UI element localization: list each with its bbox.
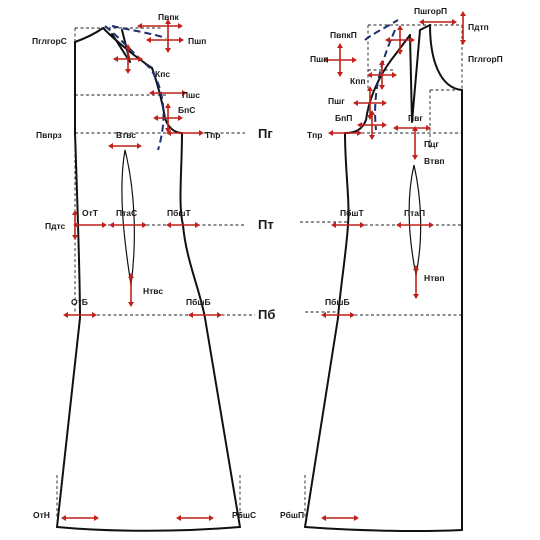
construction-lines bbox=[56, 24, 463, 518]
arrow-back-dart-waist bbox=[109, 222, 147, 228]
front-hem bbox=[304, 526, 463, 532]
back-neck-alt bbox=[111, 25, 167, 39]
back-neckline bbox=[74, 27, 104, 43]
label-back-dart-waist: ПтаС bbox=[116, 208, 137, 218]
label-front-bust-center: Пцг bbox=[424, 139, 439, 149]
arrow-back-width bbox=[149, 90, 187, 96]
front-shoulder-line bbox=[394, 34, 411, 56]
label-back-dart-bottom: Нтвс bbox=[143, 286, 163, 296]
label-back-width: Пшс bbox=[182, 90, 200, 100]
label-front-length: Пдтп bbox=[468, 22, 489, 32]
label-back-length: Пдтс bbox=[45, 221, 66, 231]
arrow-front-bust-height bbox=[393, 125, 431, 131]
label-front-shoulder-neck-height: ПшгорП bbox=[414, 6, 447, 16]
arrow-back-dart-top bbox=[108, 143, 142, 149]
arrow-front-waist-side bbox=[331, 222, 365, 228]
label-back-hip: ОтБ bbox=[71, 297, 88, 307]
arrow-back-dart-bottom bbox=[128, 273, 134, 307]
arrow-front-hip-side bbox=[321, 312, 355, 318]
label-front-bust-height: Пвг bbox=[408, 113, 423, 123]
label-front-chest-width: Пшг bbox=[328, 96, 345, 106]
arrow-back-blade-dart bbox=[153, 103, 183, 133]
label-back-blade-dart: БпС bbox=[178, 105, 195, 115]
label-front-shoulder-width: Пшп bbox=[310, 54, 328, 64]
front-shoulder-line-2 bbox=[419, 24, 431, 31]
arrow-back-shoulder-slope bbox=[113, 44, 143, 74]
front-armhole-alt bbox=[374, 29, 396, 131]
front-labels: ПшгорП Пдтп ПглгорП ПвпкП Пшп Кпп Пшг Бп… bbox=[280, 6, 503, 520]
arrow-back-shoulder-width bbox=[146, 37, 184, 43]
level-chest: Пг bbox=[258, 126, 273, 141]
label-back-shoulder-width: Пшп bbox=[188, 36, 206, 46]
arrow-front-neck-shoulder bbox=[419, 19, 457, 25]
label-front-waist-side: ПбшТ bbox=[340, 208, 364, 218]
arrow-side-ease-front bbox=[328, 130, 362, 136]
label-back-dart-top: Втвс bbox=[116, 130, 136, 140]
back-piece bbox=[56, 25, 241, 532]
arrow-back-neck-shoulder bbox=[165, 19, 171, 53]
arrow-front-dart-waist bbox=[396, 222, 434, 228]
arrow-back-hip-side bbox=[188, 312, 222, 318]
label-front-hem-side: РбшП bbox=[280, 510, 304, 520]
back-side-seam bbox=[179, 132, 241, 528]
label-back-hem: ОтН bbox=[33, 510, 50, 520]
arrow-back-waist-side bbox=[166, 222, 200, 228]
arrow-back-length bbox=[72, 210, 78, 240]
front-neck-alt bbox=[364, 19, 399, 41]
label-back-waist-side: ПбшТ bbox=[167, 208, 191, 218]
back-center-line bbox=[56, 41, 81, 528]
measurement-arrows bbox=[61, 11, 466, 521]
level-labels: Пг Пт Пб bbox=[258, 126, 275, 322]
label-back-side-ease: Тпр bbox=[205, 130, 220, 140]
arrow-front-shoulder-slope bbox=[367, 60, 397, 90]
back-labels: ПглгорС Пвпк Пшп Кпс Пшс БпС Пвпрз Втвс … bbox=[32, 12, 256, 520]
label-front-side-ease: Тпр bbox=[307, 130, 322, 140]
arrow-back-hem-side bbox=[176, 515, 214, 521]
label-back-shoulder-neck-height: ПглгорС bbox=[32, 36, 67, 46]
label-back-neck-width: Пвпк bbox=[158, 12, 179, 22]
front-neckline bbox=[429, 24, 463, 91]
arrow-front-hem-side bbox=[321, 515, 359, 521]
arrow-front-shoulder bbox=[323, 43, 357, 77]
label-front-dart-top: Втвп bbox=[424, 156, 445, 166]
label-front-dart-bottom: Нтвп bbox=[424, 273, 445, 283]
arrow-front-neck-width bbox=[385, 25, 415, 55]
level-waist: Пт bbox=[258, 217, 274, 232]
arrow-front-dart-bottom bbox=[413, 265, 419, 299]
level-hip: Пб bbox=[258, 307, 275, 322]
label-front-neck-width: ПвпкП bbox=[330, 30, 357, 40]
back-shoulder-dart bbox=[111, 29, 131, 63]
label-back-shoulder-slope: Кпс bbox=[155, 69, 170, 79]
arrow-front-length bbox=[460, 11, 466, 45]
arrow-front-bust-center bbox=[412, 126, 418, 160]
arrow-back-hem bbox=[61, 515, 99, 521]
front-bust-dart bbox=[409, 29, 421, 123]
arrow-back-hip bbox=[63, 312, 97, 318]
label-back-hem-side: РбшС bbox=[232, 510, 256, 520]
arrow-back-neck-width bbox=[137, 23, 183, 29]
label-front-dart-waist: ПтаП bbox=[404, 208, 425, 218]
label-front-bust-dart: БпП bbox=[335, 113, 352, 123]
back-hem bbox=[56, 526, 241, 532]
arrow-front-bust-dart bbox=[357, 110, 387, 140]
arrow-front-chest-width bbox=[353, 86, 387, 120]
label-front-shoulder-slope: Кпп bbox=[350, 76, 365, 86]
front-side-seam bbox=[304, 132, 350, 528]
label-front-neck-height: ПглгорП bbox=[468, 54, 503, 64]
back-armhole-alt bbox=[104, 25, 165, 151]
label-back-waist: ОтТ bbox=[82, 208, 99, 218]
label-front-hip-side: ПбшБ bbox=[325, 297, 350, 307]
label-back-armhole-depth: Пвпрз bbox=[36, 130, 62, 140]
label-back-hip-side: ПбшБ bbox=[186, 297, 211, 307]
front-waist-dart bbox=[408, 164, 422, 276]
arrow-side-ease-back bbox=[166, 130, 204, 136]
